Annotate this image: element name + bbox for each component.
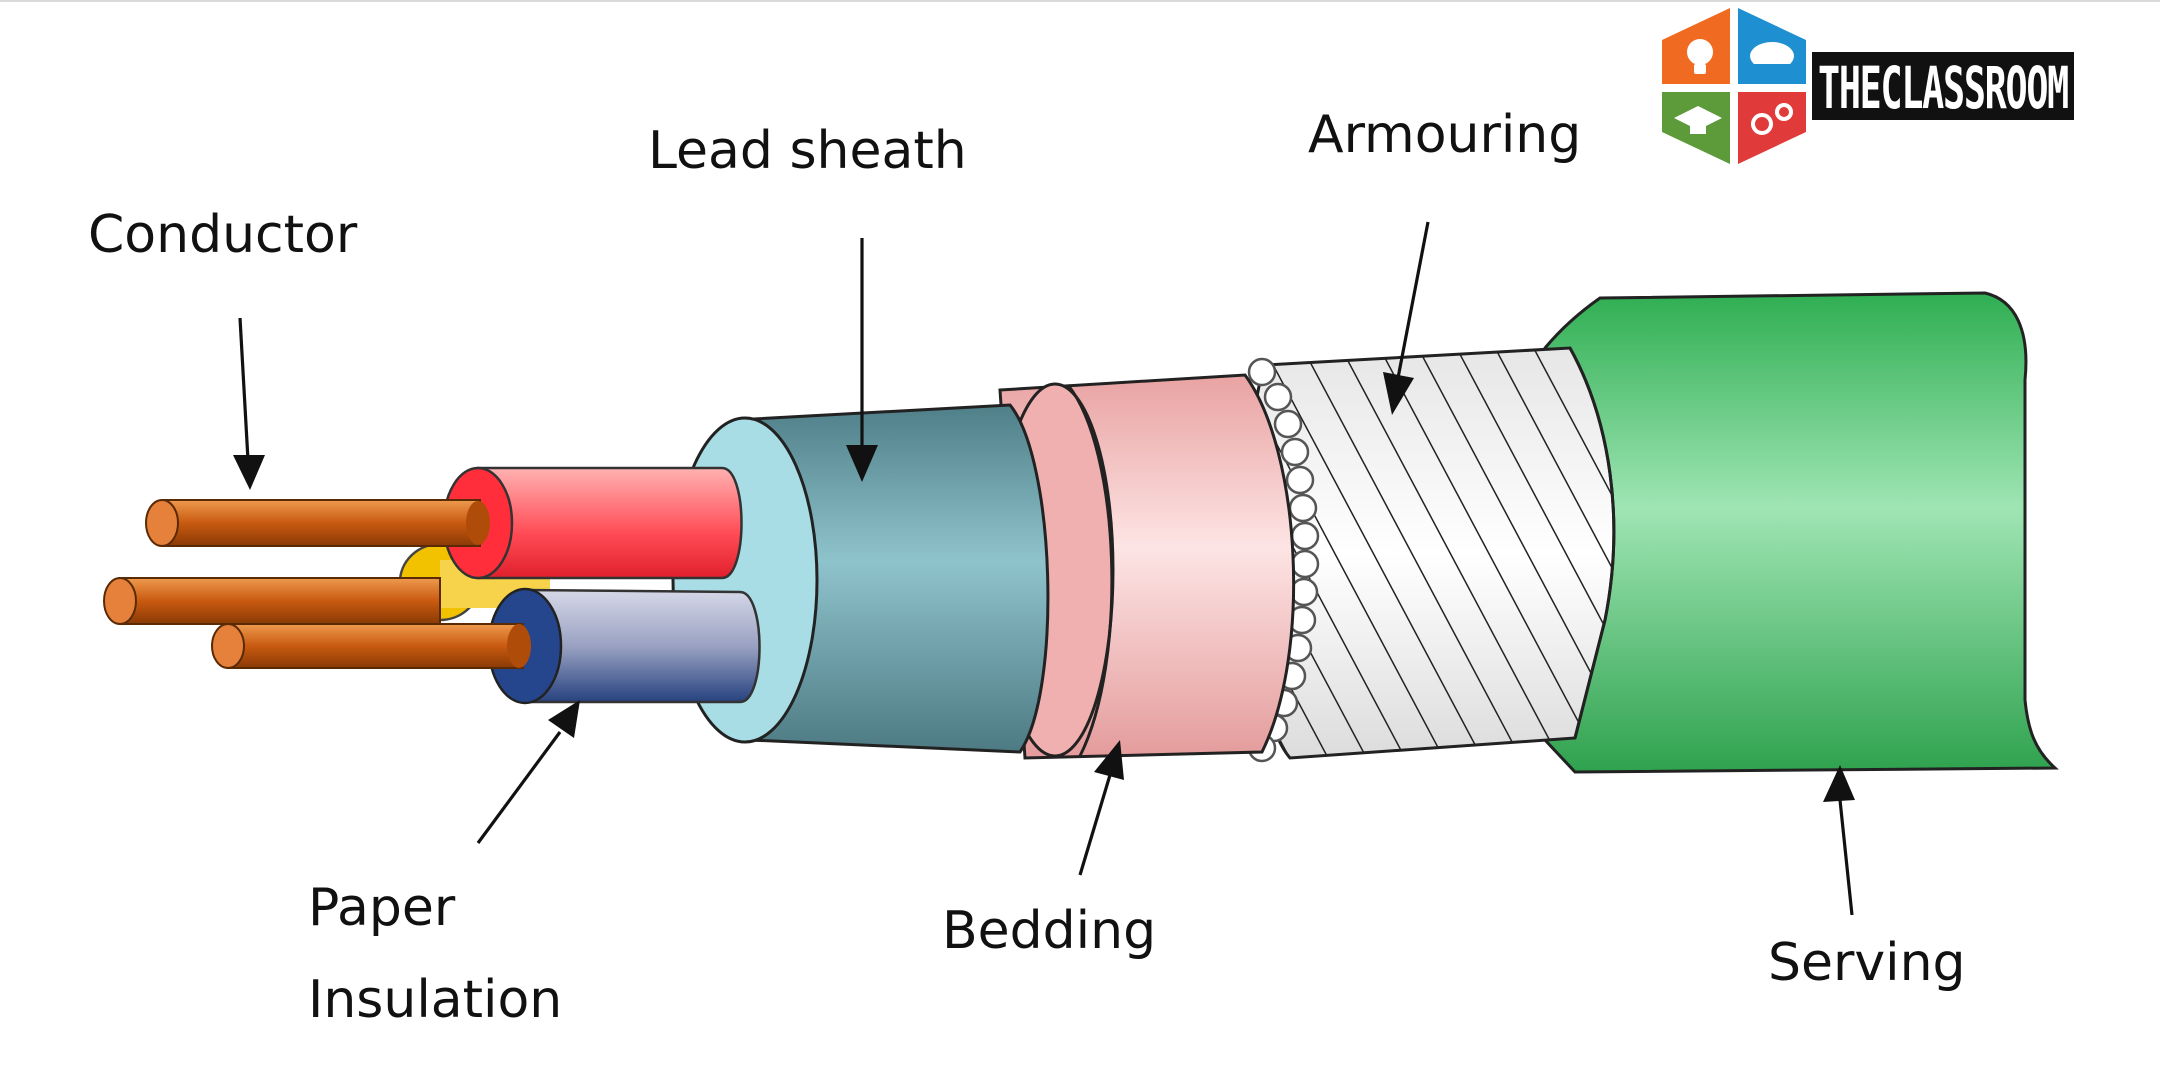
label-paper: Paper: [308, 878, 456, 938]
insulation-cores: [398, 466, 761, 705]
armouring-layer: [1247, 346, 1616, 763]
paper-insulation-arrow: [476, 700, 580, 844]
cloud-icon: [1750, 42, 1794, 70]
label-serving: Serving: [1768, 933, 1966, 993]
label-lead-sheath: Lead sheath: [648, 121, 967, 181]
serving-layer: [1543, 291, 2059, 774]
logo-text-background: [1812, 52, 2074, 120]
label-armouring: Armouring: [1308, 105, 1581, 165]
label-conductor: Conductor: [88, 205, 358, 265]
logo-text: THECLASSROOM: [1818, 54, 2068, 122]
gear-icon: [1751, 103, 1793, 135]
bedding-arrow: [1078, 740, 1124, 876]
conductor-rods: [103, 499, 531, 669]
classroom-logo: THECLASSROOM: [1662, 8, 2074, 164]
graduation-cap-icon: [1674, 106, 1722, 134]
label-insulation: Insulation: [308, 970, 562, 1030]
armouring-arrow: [1383, 221, 1430, 415]
lead-sheath-arrow: [846, 238, 878, 482]
conductor-arrow: [233, 317, 265, 490]
lightbulb-icon: [1687, 39, 1713, 74]
serving-arrow: [1823, 765, 1855, 916]
label-bedding: Bedding: [942, 901, 1156, 961]
